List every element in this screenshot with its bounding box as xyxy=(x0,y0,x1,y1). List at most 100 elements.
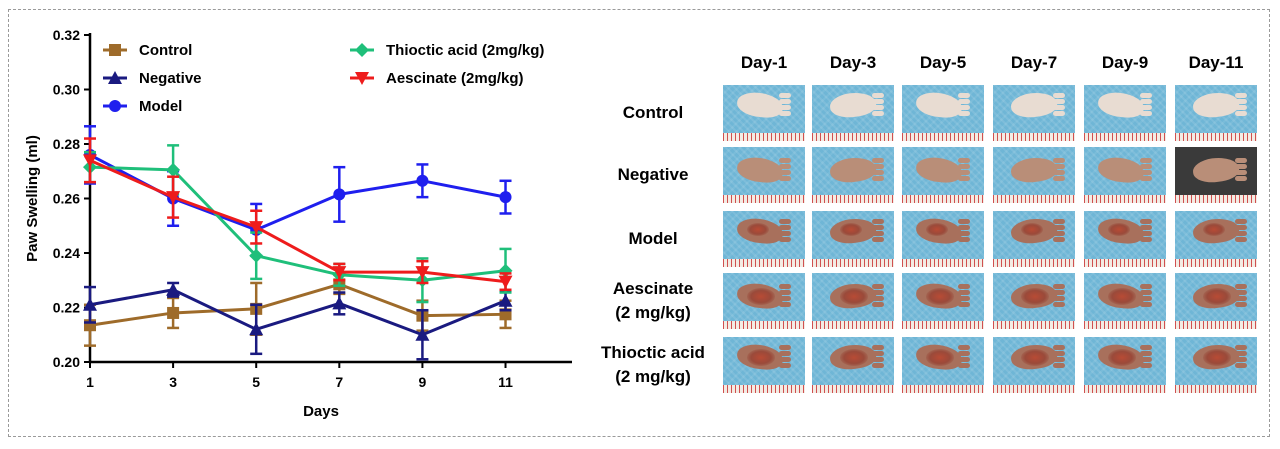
paw-toe xyxy=(1235,351,1247,356)
paw-toe xyxy=(872,170,884,175)
ruler xyxy=(902,321,984,329)
legend-marker xyxy=(355,43,369,57)
paw-photo xyxy=(812,211,894,267)
paw-lesion xyxy=(840,349,868,366)
y-tick-label: 0.32 xyxy=(53,27,80,43)
paw-shape xyxy=(914,90,964,120)
column-label: Day-7 xyxy=(1010,53,1058,72)
paw-shape xyxy=(1009,154,1059,186)
y-tick-label: 0.26 xyxy=(53,191,80,207)
paw-toe xyxy=(1235,302,1247,307)
paw-toe xyxy=(1140,363,1152,368)
paw-lesion xyxy=(747,349,775,366)
paw-toe xyxy=(1053,176,1065,181)
paw-shape xyxy=(1191,154,1241,186)
paw-toe xyxy=(1235,170,1247,175)
paw-toe xyxy=(1053,357,1065,362)
row-label-line1: Control xyxy=(622,103,684,122)
column-label: Day-9 xyxy=(1101,53,1149,72)
paw-toe xyxy=(958,363,970,368)
paw-toe xyxy=(1053,237,1065,242)
paw-toe xyxy=(1053,99,1065,104)
paw-toe xyxy=(872,225,884,230)
paw-toe xyxy=(1140,105,1152,110)
paw-toe xyxy=(1053,158,1065,163)
paw-photo xyxy=(723,85,805,141)
paw-toe xyxy=(779,176,791,181)
y-tick-label: 0.30 xyxy=(53,82,80,98)
paw-photo xyxy=(812,85,894,141)
row-label: Aescinate(2 mg/kg) xyxy=(578,277,728,325)
paw-toe xyxy=(958,237,970,242)
paw-photo xyxy=(902,147,984,203)
paw-lesion xyxy=(1021,288,1049,305)
paw-toe xyxy=(1053,219,1065,224)
legend-marker xyxy=(108,71,122,84)
paw-shape xyxy=(914,155,964,185)
paw-toe xyxy=(872,357,884,362)
column-label: Day-3 xyxy=(829,53,877,72)
row-label: Thioctic acid(2 mg/kg) xyxy=(578,341,728,389)
paw-toe xyxy=(872,176,884,181)
paw-toe xyxy=(872,158,884,163)
legend-label: Control xyxy=(139,42,192,59)
paw-toe xyxy=(779,237,791,242)
paw-toe xyxy=(779,363,791,368)
paw-photo xyxy=(993,211,1075,267)
ruler xyxy=(723,321,805,329)
paw-toe xyxy=(958,219,970,224)
ruler xyxy=(1084,195,1166,203)
data-point xyxy=(416,174,429,187)
paw-photo xyxy=(723,273,805,329)
x-tick-label: 3 xyxy=(169,374,177,390)
paw-photo xyxy=(1084,147,1166,203)
paw-toe xyxy=(1053,345,1065,350)
paw-photo xyxy=(993,337,1075,393)
paw-toe xyxy=(958,158,970,163)
data-point xyxy=(166,162,181,177)
paw-toe xyxy=(1053,296,1065,301)
paw-lesion xyxy=(1108,349,1136,366)
ruler xyxy=(1084,259,1166,267)
ruler xyxy=(1175,195,1257,203)
paw-toe xyxy=(958,105,970,110)
y-axis-title: Paw Swelling (ml) xyxy=(24,135,41,262)
paw-photo xyxy=(812,273,894,329)
ruler xyxy=(1175,321,1257,329)
paw-toe xyxy=(1140,111,1152,116)
paw-toe xyxy=(872,237,884,242)
paw-shape xyxy=(828,89,878,121)
paw-photo xyxy=(1175,147,1257,203)
data-point xyxy=(333,188,346,201)
paw-lesion xyxy=(840,288,868,305)
paw-toe xyxy=(872,231,884,236)
data-point xyxy=(83,154,97,168)
paw-toe xyxy=(872,290,884,295)
paw-toe xyxy=(872,93,884,98)
paw-lesion xyxy=(926,223,948,237)
paw-shape xyxy=(1009,89,1059,121)
paw-toe xyxy=(1140,170,1152,175)
paw-toe xyxy=(1053,93,1065,98)
paw-toe xyxy=(1053,290,1065,295)
paw-toe xyxy=(958,302,970,307)
paw-photo xyxy=(1175,85,1257,141)
paw-toe xyxy=(779,93,791,98)
column-label: Day-5 xyxy=(919,53,967,72)
paw-toe xyxy=(1235,237,1247,242)
ruler xyxy=(812,385,894,393)
paw-photo xyxy=(723,337,805,393)
data-point xyxy=(332,266,347,280)
paw-lesion xyxy=(747,223,769,237)
paw-toe xyxy=(779,302,791,307)
paw-toe xyxy=(872,111,884,116)
ruler xyxy=(723,259,805,267)
paw-toe xyxy=(1235,219,1247,224)
paw-toe xyxy=(779,111,791,116)
data-point xyxy=(499,191,512,204)
paw-lesion xyxy=(1203,349,1231,366)
column-label: Day-1 xyxy=(740,53,788,72)
paw-toe xyxy=(1140,219,1152,224)
ruler xyxy=(723,195,805,203)
paw-toe xyxy=(1140,93,1152,98)
